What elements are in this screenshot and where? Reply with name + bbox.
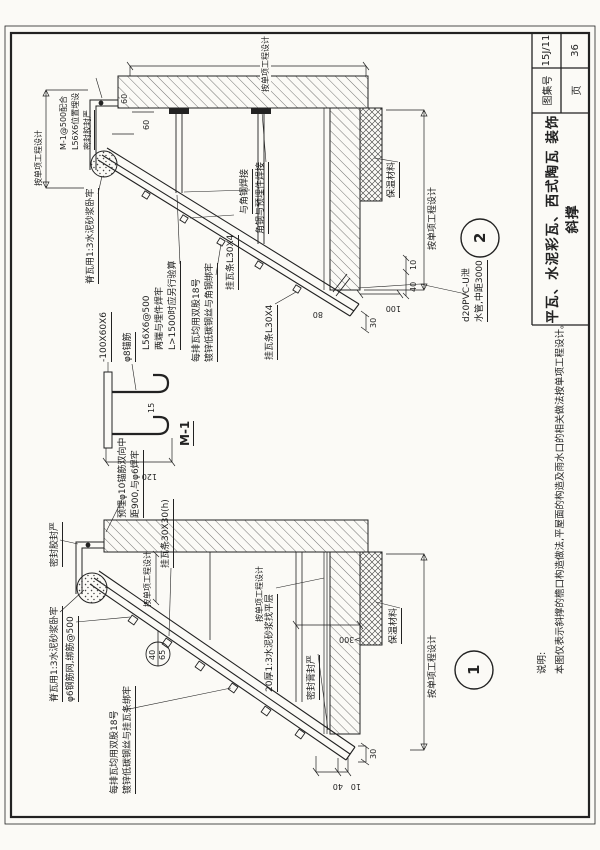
dim-10-1: 10	[350, 782, 361, 791]
dim-40-1: 40	[332, 782, 343, 791]
page-value: 36	[569, 44, 581, 57]
label-wire-2-line2: 镀锌低碳钢丝与角钢绑牢	[205, 262, 218, 362]
label-embed-anchor-line1: 预埋φ10锚筋双向中	[118, 437, 128, 518]
label-ridge-mortar-2: 脊瓦用1:3水泥砂浆卧牢	[86, 188, 99, 284]
label-batten-2a: 挂瓦条L30X4	[226, 234, 239, 290]
label-weld-embed: 角钢与预埋件焊接	[256, 161, 269, 234]
label-m1-anchor: φ8锚筋	[123, 332, 136, 362]
dim-60-b: 60	[142, 119, 151, 130]
dim-80: 80	[312, 310, 323, 319]
label-leveling-1: 20厚1:3水泥砂浆找平层	[265, 594, 278, 692]
label-batten-1: 挂瓦条30X30(h)	[161, 499, 174, 568]
title-block-lines	[531, 33, 589, 326]
dim-30-1: 30	[369, 748, 378, 759]
m1-detail-linework	[102, 362, 176, 467]
label-embed-anchor-line2: 距900,与φ6焊牢	[131, 450, 144, 518]
label-per-project-2-right: 按单项工程设计	[260, 36, 271, 92]
label-wire-2-line1: 每排瓦均用双股18号	[192, 278, 202, 362]
dim-slope-rise: 40	[148, 649, 157, 660]
detail-2-number: 2	[471, 232, 489, 243]
dim-60-a: 60	[120, 93, 129, 104]
dim-gt300: >300	[339, 635, 361, 644]
label-l56-position: L56X6位置埋设	[71, 92, 80, 150]
dim-100: 100	[385, 304, 401, 313]
detail-1-linework	[59, 499, 494, 777]
dim-m1-15: 15	[147, 402, 156, 413]
dim-m1-120: 120	[141, 472, 157, 481]
label-per-project-1c: 按单项工程设计	[255, 566, 264, 622]
label-angle-line1: L56X6@500	[142, 295, 152, 350]
detail-2-linework	[42, 61, 500, 334]
label-seal-paste-1: 密封膏封严	[307, 654, 320, 700]
label-m1-at-500: M-1@500配合	[59, 95, 68, 150]
label-insulation-2: 保温材料	[387, 161, 400, 198]
notes-heading: 说明:	[537, 651, 548, 674]
label-insulation-1: 保温材料	[389, 607, 402, 644]
label-wire-1-line1: 每排瓦均用双股18号	[110, 710, 120, 794]
page-label: 页	[571, 85, 583, 96]
label-weld-batten: 与角钢焊接	[240, 168, 253, 214]
label-angle-line3: L>1500时应另行验算	[168, 260, 181, 350]
dim-30-2: 30	[369, 317, 378, 328]
label-per-project-1a: 按单项工程设计	[428, 634, 438, 698]
dim-slope-run: 65	[158, 649, 167, 660]
label-m1-plate: -100X60X6	[99, 312, 112, 362]
label-pipe-line2: 水管,中距3000	[475, 260, 488, 322]
label-mesh-1: φ6钢筋网,绑筋@500	[66, 616, 79, 702]
dim-40-2: 40	[409, 281, 418, 292]
sheet-frame	[4, 25, 596, 825]
dim-10-2: 10	[409, 259, 418, 270]
detail-1-number: 1	[465, 664, 483, 675]
atlas-number-label: 图集号	[543, 75, 554, 106]
notes-body: 本图仅表示斜撑的檐口构造做法,平屋面的构造及雨水口的相关做法按单项工程设计。	[555, 319, 566, 674]
label-per-project-2-top: 按单项工程设计	[34, 130, 43, 186]
m1-detail-title: M-1	[178, 420, 194, 446]
label-angle-line2: 两端与埋件焊牢	[155, 286, 165, 350]
label-pipe-line1: d20PVC-U泄	[462, 268, 472, 322]
label-seal-ridge-1: 密封胶封严	[50, 521, 63, 567]
label-batten-2b: 挂瓦条L30X4	[265, 304, 278, 360]
label-ridge-mortar-1: 脊瓦用1:3水泥砂浆卧牢	[50, 606, 63, 702]
label-per-project-1b: 按单项工程设计	[143, 551, 152, 607]
label-per-project-2-bottom: 按单项工程设计	[428, 186, 438, 250]
title-block-title: 平瓦、水泥彩瓦、西式陶瓦 装饰斜撑	[544, 114, 581, 324]
label-wire-1-line2: 镀锌低碳钢丝与挂瓦条绑牢	[123, 685, 136, 794]
label-seal-ridge-2: 密封胶封严	[82, 110, 95, 150]
atlas-number-value: 15J/11	[541, 34, 552, 67]
